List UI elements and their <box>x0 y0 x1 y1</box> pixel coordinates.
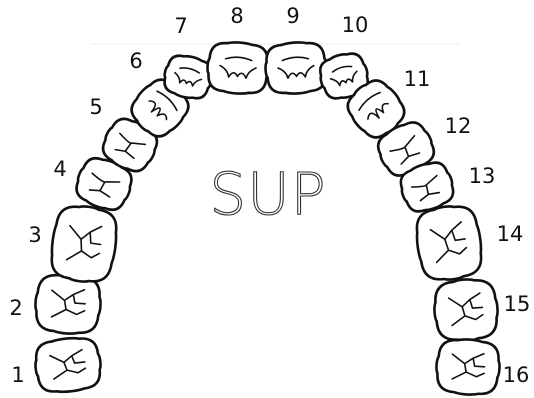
tooth-3-fissures <box>65 224 103 261</box>
tooth-15-fissures <box>447 292 484 327</box>
tooth-10-fissures <box>329 65 358 87</box>
tooth-16 <box>435 338 501 396</box>
tooth-10-label: 10 <box>342 13 369 37</box>
tooth-8-label: 8 <box>230 4 243 28</box>
tooth-13-label: 13 <box>469 164 496 188</box>
tooth-1 <box>34 336 102 394</box>
teeth-layer <box>34 41 501 396</box>
tooth-5-fissures <box>114 132 147 160</box>
tooth-14 <box>415 205 483 281</box>
tooth-3-outline <box>50 205 118 283</box>
tooth-12-label: 12 <box>445 114 472 138</box>
tooth-6-label: 6 <box>129 49 142 73</box>
tooth-8 <box>206 41 270 95</box>
tooth-7-fissures <box>174 67 203 87</box>
tooth-16-fissures <box>451 352 486 380</box>
tooth-9-fissures <box>277 56 315 79</box>
arch-label: SUP <box>209 160 326 228</box>
tooth-11 <box>346 79 406 139</box>
tooth-9-label: 9 <box>286 4 299 28</box>
tooth-4-fissures <box>88 172 121 198</box>
tooth-15-outline <box>433 278 499 342</box>
tooth-4 <box>75 156 133 212</box>
tooth-12-fissures <box>389 134 421 165</box>
tooth-14-label: 14 <box>497 222 524 246</box>
tooth-15-label: 15 <box>504 292 531 316</box>
tooth-2-label: 2 <box>9 296 22 320</box>
tooth-1-fissures <box>49 348 87 380</box>
tooth-5-label: 5 <box>89 95 102 119</box>
tooth-7-label: 7 <box>174 14 187 38</box>
tooth-9-outline <box>264 41 328 95</box>
tooth-13-fissures <box>410 174 441 202</box>
tooth-14-outline <box>415 205 483 281</box>
tooth-1-label: 1 <box>11 363 24 387</box>
tooth-1-outline <box>34 336 102 394</box>
tooth-6-fissures <box>148 90 178 121</box>
tooth-3 <box>50 205 118 283</box>
tooth-14-fissures <box>429 221 468 264</box>
tooth-4-label: 4 <box>53 157 66 181</box>
tooth-16-label: 16 <box>503 363 530 387</box>
tooth-8-outline <box>206 41 270 95</box>
tooth-11-label: 11 <box>404 67 431 91</box>
tooth-15 <box>433 278 499 342</box>
tooth-13 <box>399 161 455 213</box>
tooth-8-fissures <box>219 56 257 79</box>
tooth-9 <box>264 41 328 95</box>
tooth-3-label: 3 <box>28 223 41 247</box>
tooth-2-fissures <box>50 288 86 318</box>
tooth-11-fissures <box>358 91 389 120</box>
tooth-16-outline <box>435 338 501 396</box>
